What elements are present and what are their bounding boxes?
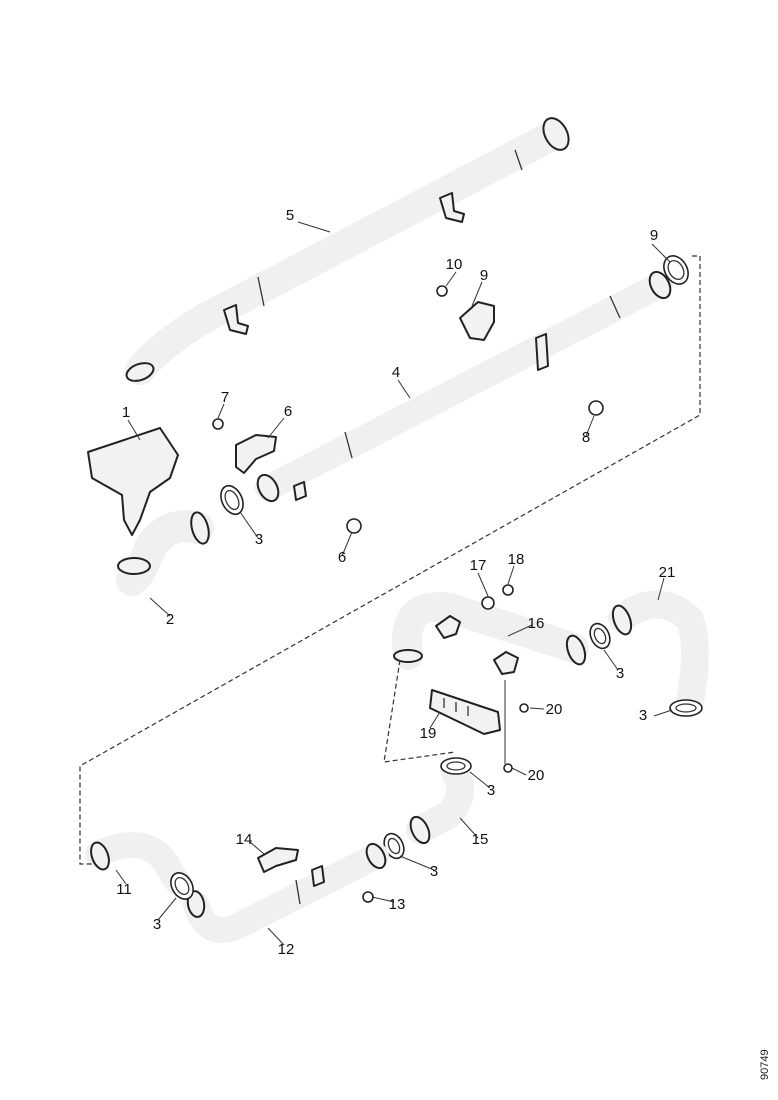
callout-12: 12 <box>278 941 295 958</box>
nut-part-20-a <box>519 703 529 713</box>
callout-17: 17 <box>470 557 487 574</box>
bracket-part-14 <box>257 847 299 873</box>
callout-5: 5 <box>286 207 294 224</box>
elbow-part-11 <box>85 832 193 897</box>
callout-20-lower: 20 <box>528 767 545 784</box>
clamp-part-3-elbow <box>440 757 472 775</box>
clamp-part-3-upper <box>220 484 244 516</box>
bracket-part-9 <box>459 301 495 341</box>
callout-3-elbow: 3 <box>487 782 495 799</box>
callout-1: 1 <box>122 404 130 421</box>
callout-6-bracket: 6 <box>284 403 292 420</box>
page-reference-number: 90749 <box>759 1049 771 1080</box>
clamp-part-3-mid <box>383 832 405 860</box>
elbow-part-2 <box>116 510 214 596</box>
clamp-part-3-lower <box>170 872 194 900</box>
assembly-guide-lines <box>79 255 701 865</box>
bracket-part-19 <box>429 689 501 735</box>
pipe-part-12 <box>183 842 389 943</box>
pipe-part-21 <box>608 590 709 714</box>
nut-part-7 <box>212 418 224 430</box>
callout-13: 13 <box>389 896 406 913</box>
callout-3-upper: 3 <box>255 531 263 548</box>
pipe-part-5 <box>125 117 570 385</box>
callout-2: 2 <box>166 611 174 628</box>
nut-part-17 <box>481 596 495 610</box>
callout-10: 10 <box>446 256 463 273</box>
callout-8: 8 <box>582 429 590 446</box>
clamp-part-3-right <box>589 622 611 650</box>
callout-3-mid: 3 <box>430 863 438 880</box>
nut-part-18 <box>502 584 514 596</box>
manifold-part-1 <box>87 427 179 536</box>
nut-part-20-b <box>503 763 513 773</box>
callout-15: 15 <box>472 831 489 848</box>
callout-3-tail: 3 <box>639 707 647 724</box>
bracket-part-6-left <box>235 434 277 474</box>
callout-21: 21 <box>659 564 676 581</box>
callout-18: 18 <box>508 551 525 568</box>
pipe-part-16 <box>391 592 589 675</box>
callout-14: 14 <box>236 831 253 848</box>
leader-lines <box>115 221 673 946</box>
callout-4: 4 <box>392 364 400 381</box>
callout-6-bolt: 6 <box>338 549 346 566</box>
elbow-part-15 <box>406 758 475 845</box>
callout-19: 19 <box>420 725 437 742</box>
bolt-part-8 <box>588 400 604 416</box>
callout-labels: 5 1 2 3 4 6 7 6 8 10 9 9 16 17 18 19 20 … <box>116 207 675 958</box>
callout-3-lower: 3 <box>153 916 161 933</box>
bolt-part-6 <box>346 518 362 534</box>
callout-9-clamp: 9 <box>650 227 658 244</box>
callout-7: 7 <box>221 389 229 406</box>
nut-part-10 <box>436 285 448 297</box>
callout-16: 16 <box>528 615 545 632</box>
nut-part-13 <box>362 891 374 903</box>
callout-20-upper: 20 <box>546 701 563 718</box>
clamp-part-9-end <box>663 255 689 285</box>
clamp-part-3-tail <box>669 699 703 717</box>
callout-9-bracket: 9 <box>480 267 488 284</box>
callout-3-right: 3 <box>616 665 624 682</box>
callout-11: 11 <box>116 881 132 898</box>
pipe-part-4 <box>255 270 673 503</box>
